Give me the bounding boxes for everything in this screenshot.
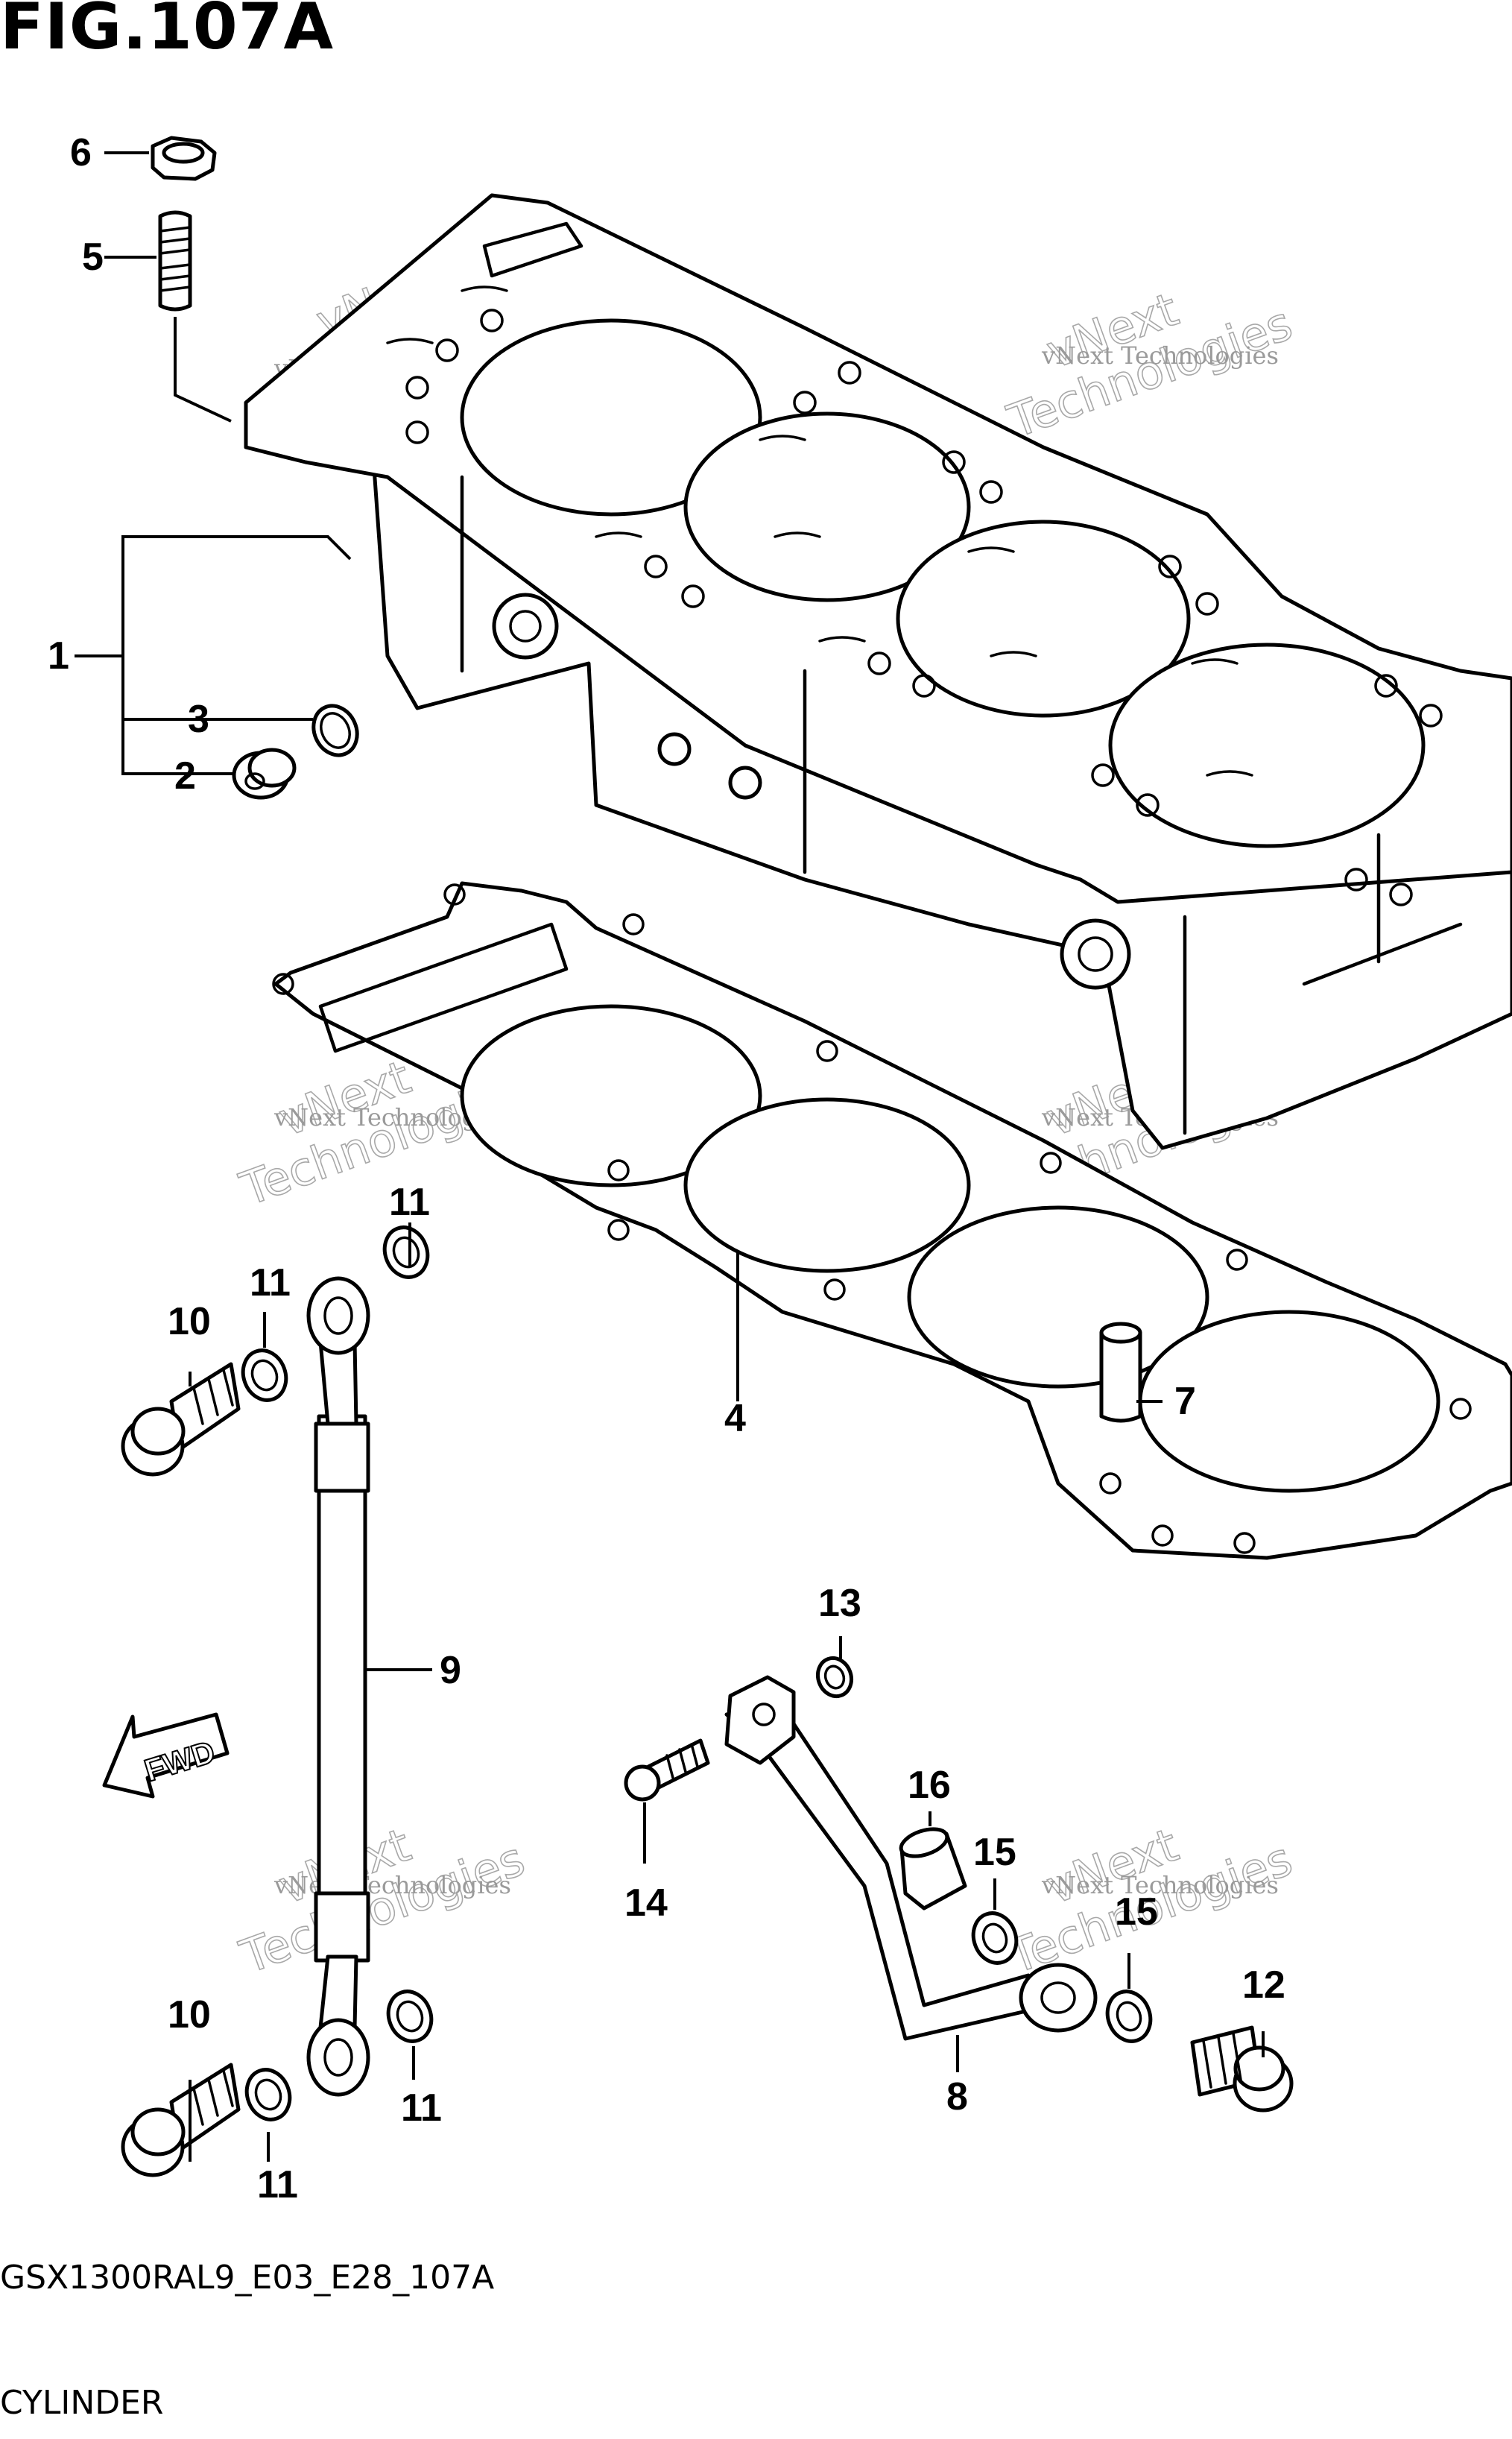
oil-hose [306, 1276, 370, 2097]
callout-4: 4 [724, 1397, 746, 1440]
stud-bolt [158, 210, 192, 312]
callout-14: 14 [624, 1881, 668, 1925]
washer [382, 1225, 430, 1279]
callout-11: 11 [389, 1181, 430, 1224]
callout-11: 11 [250, 1261, 291, 1304]
section-name: CYLINDER [0, 2384, 164, 2422]
dowel-pin [1099, 1322, 1142, 1423]
callout-11: 11 [401, 2086, 442, 2130]
callout-10: 10 [168, 1300, 211, 1343]
washer [1105, 1990, 1153, 2043]
bore-3 [896, 520, 1191, 718]
nut [151, 136, 217, 181]
callout-13: 13 [818, 1582, 861, 1625]
bore-1 [460, 318, 762, 517]
washer [971, 1911, 1019, 1965]
watermark-text: vNext Technologies [273, 1871, 511, 1899]
callout-11: 11 [257, 2163, 298, 2206]
washer [244, 2068, 292, 2121]
union-bolt-upper [121, 1362, 241, 1477]
washer [386, 1990, 434, 2043]
bore-2 [683, 411, 971, 602]
callout-1: 1 [48, 634, 69, 678]
callout-9: 9 [440, 1649, 461, 1692]
callout-7: 7 [1174, 1380, 1196, 1423]
union-bolt-lower [121, 2063, 241, 2177]
cap [899, 1827, 967, 1911]
watermark-text: vNext Technologies [1041, 341, 1279, 370]
union-bolt [1190, 2025, 1294, 2113]
callout-8: 8 [946, 2075, 968, 2118]
fwd-arrow: FWD [102, 1712, 230, 1799]
bolt [624, 1738, 710, 1802]
callouts: 6 5 1 3 2 4 7 11 11 10 9 10 11 11 13 14 … [48, 131, 1285, 2206]
plug [232, 748, 297, 800]
callout-10: 10 [168, 1993, 211, 2036]
oil-pipe [724, 1675, 1098, 2041]
callout-3: 3 [188, 698, 209, 741]
washer [241, 1348, 288, 1402]
o-ring [311, 704, 359, 757]
watermark-text: vNext Technologies [1041, 1871, 1279, 1899]
cylinder-block [244, 193, 1512, 1150]
diagram-code: GSX1300RAL9_E03_E28_107A [0, 2259, 495, 2297]
o-ring [815, 1656, 854, 1699]
callout-15: 15 [973, 1831, 1016, 1874]
figure-title: FIG.107A [0, 0, 335, 64]
callout-16: 16 [908, 1764, 951, 1807]
callout-6: 6 [70, 131, 92, 174]
callout-5: 5 [82, 236, 104, 279]
callout-15: 15 [1115, 1890, 1158, 1934]
leader-lines [75, 151, 1265, 2162]
callout-2: 2 [174, 754, 196, 798]
callout-12: 12 [1242, 1963, 1285, 2007]
bore-4 [1108, 643, 1426, 848]
